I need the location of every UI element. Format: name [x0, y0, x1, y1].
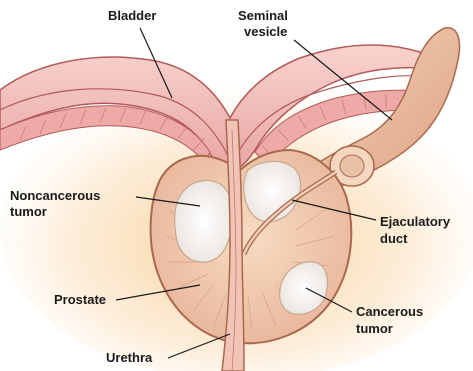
vesicle-loop-inner	[340, 155, 364, 177]
label-urethra: Urethra	[106, 350, 152, 365]
label-bladder: Bladder	[108, 8, 156, 23]
label-seminal-vesicle-line1: Seminal	[238, 8, 288, 23]
label-cancerous-line1: Cancerous	[356, 304, 423, 319]
noncancerous-tumor	[175, 180, 234, 262]
label-noncancerous-line1: Noncancerous	[10, 188, 100, 203]
label-cancerous-line2: tumor	[356, 321, 393, 336]
label-ejaculatory-line1: Ejaculatory	[380, 214, 450, 229]
label-ejaculatory-line2: duct	[380, 231, 407, 246]
label-prostate: Prostate	[54, 292, 106, 307]
label-noncancerous-line2: tumor	[10, 204, 47, 219]
label-seminal-vesicle-line2: vesicle	[244, 24, 287, 39]
